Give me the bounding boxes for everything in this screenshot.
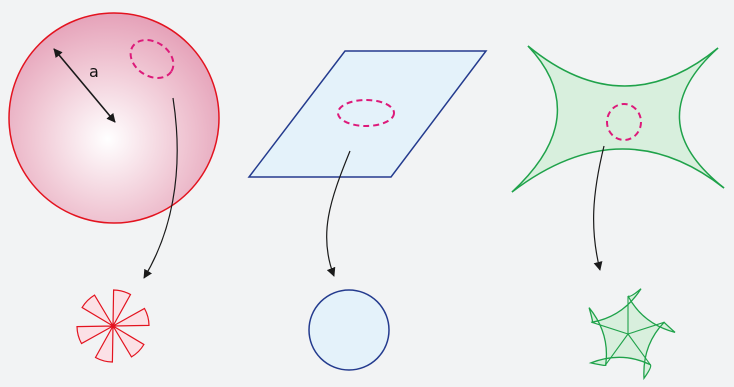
sphere [8,12,220,224]
ruffled-petals [588,288,676,381]
excess-ruffled-disk [588,288,676,381]
saddle-panel [511,45,725,381]
plane [247,50,488,178]
plane-loop [337,99,395,127]
plane-panel [247,50,488,371]
petal-spoke [591,321,629,335]
deficit-sectors [76,289,150,363]
flat-disk [308,289,390,371]
sphere-map-arrow [143,97,178,279]
saddle-loop [606,103,642,141]
plane-map-arrow [325,150,351,277]
saddle-surface [512,46,724,192]
saddle-edge-bottom [511,148,725,193]
radius-arrow [53,48,116,123]
deficit-star [76,289,150,363]
radius-label: a [89,62,99,81]
sphere-panel: a [8,12,220,363]
saddle-edge-top [527,45,719,87]
saddle-map-arrow [593,145,605,271]
petal-spoke [605,333,629,366]
petal-spoke [627,321,665,335]
saddle-edge-left [511,45,559,193]
saddle-edge-right [678,47,725,189]
petal-spoke [627,333,651,366]
sphere-loop [129,39,175,79]
